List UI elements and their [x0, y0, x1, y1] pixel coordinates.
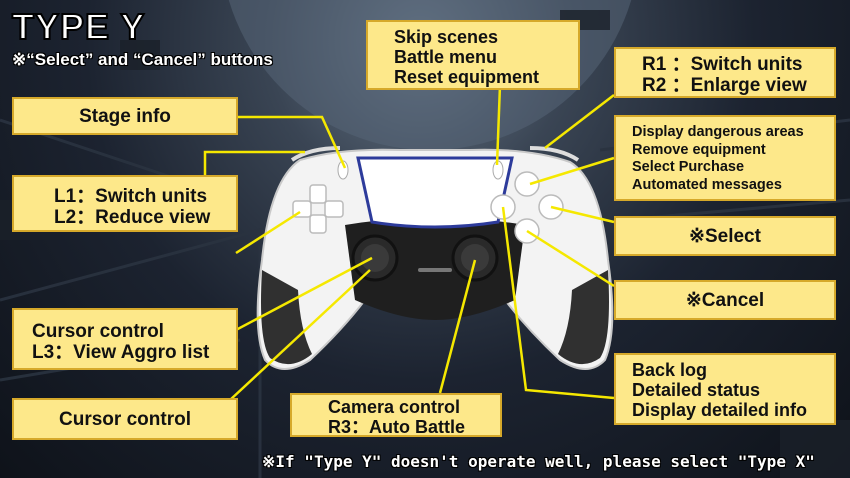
right-grip-shade — [558, 270, 609, 365]
label-cursor-l3: Cursor control L3：View Aggro list — [12, 308, 238, 370]
select-text: ※Select — [689, 226, 761, 247]
label-cursor-control: Cursor control — [12, 398, 238, 440]
automated-messages-text: Automated messages — [632, 177, 782, 194]
r1-bumper — [529, 146, 580, 162]
cursor-control-text: Cursor control — [32, 321, 164, 342]
leader-lines — [203, 84, 615, 401]
touchpad — [356, 156, 514, 229]
dpad — [292, 184, 344, 234]
label-camera-r3: Camera control R3：Auto Battle — [290, 393, 502, 437]
label-cancel: ※Cancel — [614, 280, 836, 320]
display-detailed-info-text: Display detailed info — [632, 399, 808, 420]
left-grip-shade — [261, 270, 312, 365]
left-stick-cap — [361, 244, 389, 272]
battle-menu-text: Battle menu — [394, 46, 498, 67]
right-stick-cap — [461, 244, 489, 272]
label-r1-r2: R1 ：Switch units R2 ：Enlarge view — [614, 47, 836, 98]
back-log-text: Back log — [632, 360, 708, 380]
reset-equipment-text: Reset equipment — [394, 66, 540, 87]
label-backlog-status: Back log Detailed status Display detaile… — [614, 353, 836, 425]
label-select: ※Select — [614, 216, 836, 256]
label-l1-l2: L1：Switch units L2：Reduce view — [12, 175, 238, 232]
remove-equipment-text: Remove equipment — [632, 141, 766, 158]
stage-info-text: Stage info — [79, 106, 171, 127]
l3-text: L3：View Aggro list — [32, 341, 210, 363]
speaker-grille — [418, 268, 452, 272]
label-skip-battle-reset: Skip scenes Battle menu Reset equipment — [366, 20, 580, 90]
footer-note: ※If "Type Y" doesn't operate well, pleas… — [262, 452, 815, 471]
page-title: TYPE Y — [11, 5, 146, 48]
r2-text: R2 ：Enlarge view — [642, 74, 807, 96]
label-triangle-functions: Display dangerous areas Remove equipment… — [614, 115, 836, 201]
l1-text: L1：Switch units — [54, 186, 208, 207]
page-subtitle: ※“Select” and “Cancel” buttons — [12, 50, 273, 69]
select-purchase-text: Select Purchase — [632, 159, 745, 176]
cancel-text: ※Cancel — [685, 290, 765, 311]
detailed-status-text: Detailed status — [632, 379, 761, 400]
r1-text: R1 ：Switch units — [642, 54, 803, 75]
cursor-control-2-text: Cursor control — [59, 409, 191, 430]
l2-text: L2：Reduce view — [54, 206, 211, 228]
display-dangerous-text: Display dangerous areas — [632, 124, 804, 140]
label-stage-info: Stage info — [12, 97, 238, 135]
r3-text: R3：Auto Battle — [328, 416, 466, 437]
camera-control-text: Camera control — [328, 397, 461, 417]
skip-scenes-text: Skip scenes — [394, 27, 499, 47]
